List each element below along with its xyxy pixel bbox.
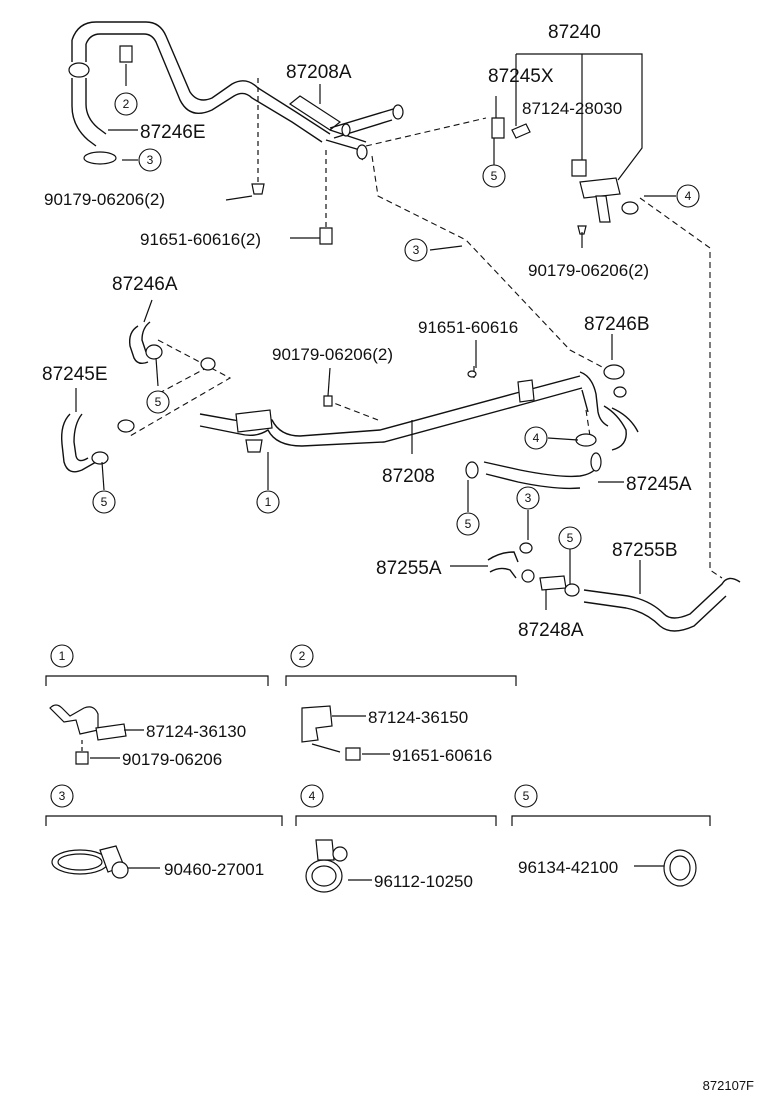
svg-text:2: 2 [299,649,306,663]
pipe-87208-drawing [199,364,639,453]
legend-96134-42100: 96134-42100 [518,858,618,877]
svg-text:1: 1 [59,649,66,663]
svg-text:5: 5 [101,495,108,509]
svg-text:4: 4 [533,431,540,445]
callout-5-upper: 5 [482,164,506,188]
legend-96112-10250: 96112-10250 [374,872,473,891]
callout-2-upper: 2 [114,92,138,116]
svg-text:5: 5 [523,789,530,803]
label-87245a: 87245A [626,474,692,495]
svg-text:3: 3 [59,789,66,803]
valve-87240-drawing [491,117,639,235]
label-87245x: 87245X [488,66,554,87]
svg-text:1: 1 [265,495,272,509]
legend-91651-60616: 91651-60616 [392,746,492,765]
legend-group-2: 2 87124-36150 91651-60616 [285,644,517,765]
legend-group-1: 1 87124-36130 90179-06206 [45,644,269,769]
svg-text:5: 5 [465,517,472,531]
svg-text:2: 2 [123,97,130,111]
callout-4-upper: 4 [676,184,700,208]
legend-87124-36130: 87124-36130 [146,722,246,741]
clamp-87124-36130-drawing [49,704,99,735]
label-87255b: 87255B [612,540,678,561]
svg-text:3: 3 [413,243,420,257]
pipe-87208a-drawing [251,78,404,245]
callout-5-left-b: 5 [92,490,116,514]
callout-3-lower: 3 [516,486,540,510]
svg-text:5: 5 [155,395,162,409]
callout-5-lower: 5 [558,526,582,550]
svg-text:4: 4 [685,189,692,203]
callout-1-middle: 1 [256,490,280,514]
callout-5-middle: 5 [456,512,480,536]
label-87246b: 87246B [584,314,650,335]
svg-text:4: 4 [309,789,316,803]
leader-lines [75,53,676,610]
label-90179-06206-2-b: 90179-06206(2) [528,261,649,280]
svg-text:3: 3 [147,153,154,167]
callout-3-middle: 3 [404,238,428,262]
hose-87255-drawing [487,542,741,632]
callout-5-left-a: 5 [146,390,170,414]
label-87255a: 87255A [376,558,442,579]
dashed-connection-lines [129,117,723,579]
label-87248a: 87248A [518,620,584,641]
label-87246e: 87246E [140,122,206,143]
legend-90460-27001: 90460-27001 [164,860,264,879]
label-91651-60616: 91651-60616 [418,318,518,337]
label-87240: 87240 [548,22,601,43]
hose-87246a-87245e-drawing [60,321,216,473]
callout-4-middle: 4 [524,426,548,450]
svg-text:3: 3 [525,491,532,505]
clamp-87124-36150-drawing [301,705,333,743]
label-87246a: 87246A [112,274,178,295]
label-90179-06206-2-c: 90179-06206(2) [272,345,393,364]
legend-87124-36150: 87124-36150 [368,708,468,727]
svg-text:5: 5 [491,169,498,183]
label-87124-28030: 87124-28030 [522,99,622,118]
label-87208: 87208 [382,466,435,487]
legend-90179-06206: 90179-06206 [122,750,222,769]
diagram-code: 872107F [703,1078,754,1093]
label-91651-60616-2: 91651-60616(2) [140,230,261,249]
label-90179-06206-2-a: 90179-06206(2) [44,190,165,209]
legend-group-5: 5 96134-42100 [511,784,711,887]
label-87245e: 87245E [42,364,108,385]
legend-group-4: 4 96112-10250 [295,784,497,893]
svg-text:5: 5 [567,531,574,545]
label-87208a: 87208A [286,62,352,83]
legend-group-3: 3 90460-27001 [45,784,283,879]
callout-3-upper-left: 3 [138,148,162,172]
hose-87246e-drawing [68,21,331,165]
